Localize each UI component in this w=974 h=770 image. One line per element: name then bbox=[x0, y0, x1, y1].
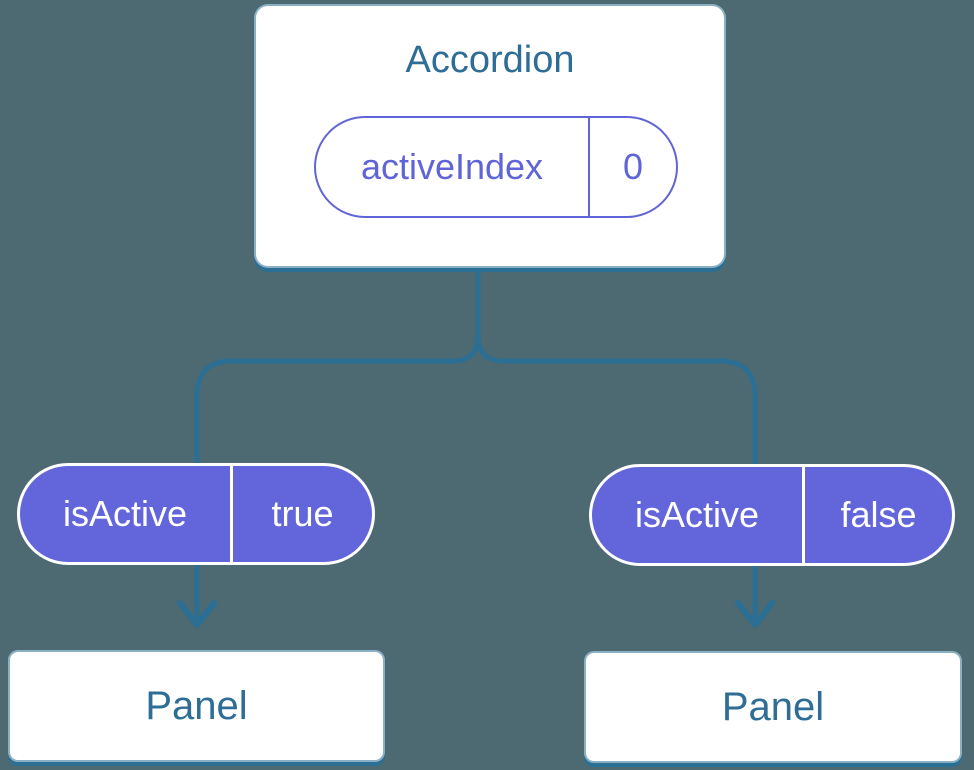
component-title: Panel bbox=[721, 685, 825, 729]
connector-left-branch bbox=[194, 257, 481, 622]
connector-right-branch bbox=[475, 257, 758, 622]
state-pill: activeIndex 0 bbox=[314, 116, 678, 218]
prop-name: isActive bbox=[20, 466, 233, 562]
arrow-down-left-icon bbox=[177, 600, 217, 628]
prop-value: true bbox=[271, 493, 334, 534]
prop-value: false bbox=[840, 494, 917, 535]
component-title: Panel bbox=[145, 684, 248, 728]
state-value: 0 bbox=[622, 146, 644, 187]
arrow-down-right-icon bbox=[735, 600, 775, 628]
state-name: activeIndex bbox=[316, 118, 590, 216]
prop-pill-right: isActive false bbox=[589, 464, 955, 566]
component-title: Accordion bbox=[405, 39, 575, 81]
component-card-panel-right: Panel bbox=[584, 651, 962, 763]
component-card-panel-left: Panel bbox=[8, 650, 385, 762]
prop-pill-left: isActive true bbox=[17, 463, 375, 565]
prop-name: isActive bbox=[592, 467, 805, 563]
component-card-accordion: Accordion activeIndex 0 bbox=[254, 4, 726, 268]
